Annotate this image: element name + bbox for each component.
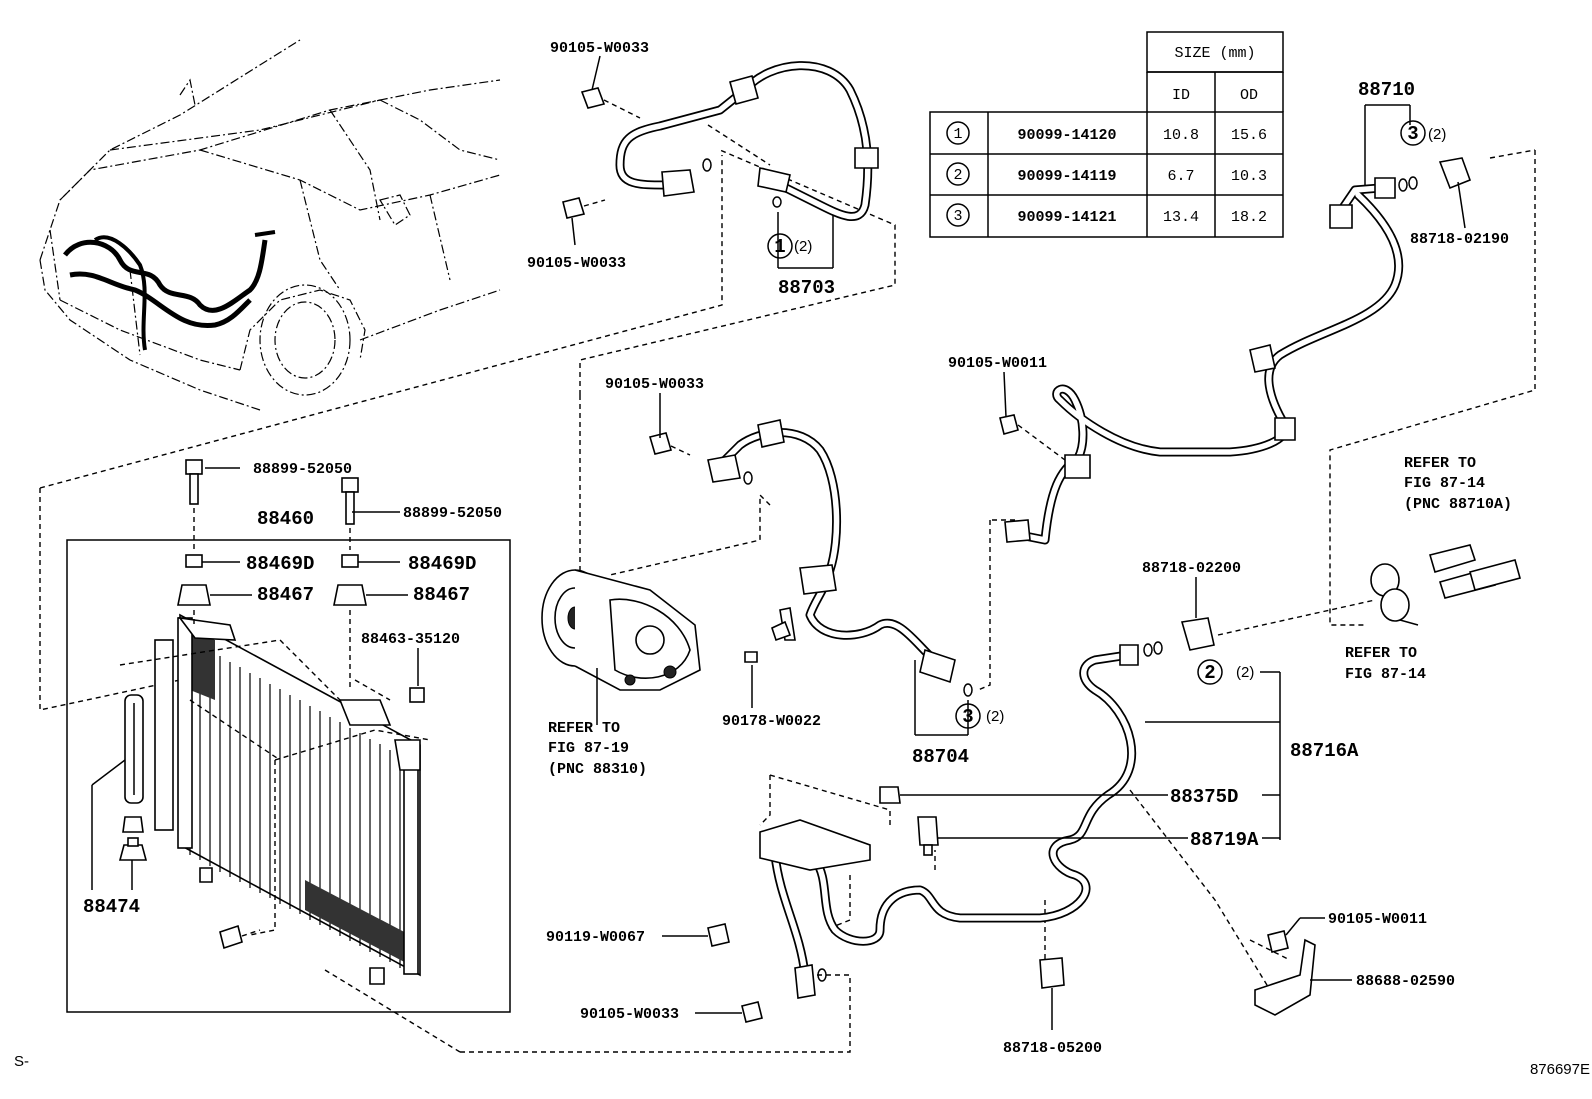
callout-88710: 88710 xyxy=(1358,79,1415,101)
callout-88469d-b: 88469D xyxy=(408,553,476,575)
callout-pnc-88310: (PNC 88310) xyxy=(548,761,647,778)
callout-90119-w0067: 90119-W0067 xyxy=(546,929,645,946)
condenser-small-parts xyxy=(118,459,425,950)
callout-pnc-88710a: (PNC 88710A) xyxy=(1404,496,1512,513)
row-od: 10.3 xyxy=(1231,168,1267,185)
pipe-88716a xyxy=(707,544,1521,1023)
callout-refer-to-c: REFER TO xyxy=(1345,645,1417,662)
callout-90178-w0022: 90178-W0022 xyxy=(722,713,821,730)
callout-90105-w0033-mid: 90105-W0033 xyxy=(605,376,704,393)
pipe-88710 xyxy=(999,157,1472,545)
hose-88704 xyxy=(648,419,973,697)
row-part: 90099-14119 xyxy=(1017,168,1116,185)
row-part: 90099-14121 xyxy=(1017,209,1116,226)
row-id: 10.8 xyxy=(1163,127,1199,144)
ref-circle-3b: 3 xyxy=(962,706,973,728)
callout-labels: 90105-W0033 90105-W0033 88703 (2) 88710 … xyxy=(83,40,1512,1057)
col-id: ID xyxy=(1172,87,1190,104)
callout-88899-52050-b: 88899-52050 xyxy=(403,505,502,522)
footer-code: 876697E xyxy=(1530,1061,1590,1078)
callout-refer-to-a: REFER TO xyxy=(548,720,620,737)
leader-lines xyxy=(91,55,1466,1030)
callout-88467-a: 88467 xyxy=(257,584,314,606)
row-part: 90099-14120 xyxy=(1017,127,1116,144)
callout-88469d-a: 88469D xyxy=(246,553,314,575)
table-row: 1 90099-14120 10.8 15.6 xyxy=(946,121,1267,145)
callout-90105-w0033-top: 90105-W0033 xyxy=(550,40,649,57)
callout-88718-02200: 88718-02200 xyxy=(1142,560,1241,577)
callout-88718-05200: 88718-05200 xyxy=(1003,1040,1102,1057)
callout-qty-1: (2) xyxy=(794,238,812,255)
callout-refer-to-b: REFER TO xyxy=(1404,455,1476,472)
callout-88688-02590: 88688-02590 xyxy=(1356,973,1455,990)
vehicle-sketch xyxy=(39,39,501,411)
ref-circle-1: 1 xyxy=(774,236,785,258)
row-od: 18.2 xyxy=(1231,209,1267,226)
ref-circle-2: 2 xyxy=(1204,662,1215,684)
size-table: SIZE (mm) ID OD 1 90099-14120 10.8 15.6 … xyxy=(929,31,1284,238)
callout-88375d: 88375D xyxy=(1170,786,1238,808)
callout-88463-35120: 88463-35120 xyxy=(361,631,460,648)
reference-lines xyxy=(39,149,1536,1053)
row-id: 6.7 xyxy=(1167,168,1194,185)
callout-90105-w0033-bottom: 90105-W0033 xyxy=(580,1006,679,1023)
callout-fig-87-14-c: FIG 87-14 xyxy=(1345,666,1426,683)
callout-88716a: 88716A xyxy=(1290,740,1359,762)
ref-circles: 1 3 3 2 xyxy=(767,120,1426,729)
compressor xyxy=(541,569,701,725)
size-header: SIZE (mm) xyxy=(1174,45,1255,62)
callout-88703: 88703 xyxy=(778,277,835,299)
hose-88703 xyxy=(562,61,879,222)
callout-fig-87-19: FIG 87-19 xyxy=(548,740,629,757)
col-od: OD xyxy=(1240,87,1258,104)
callout-qty-3a: (2) xyxy=(1428,126,1446,143)
row-number: 3 xyxy=(953,208,962,225)
row-id: 13.4 xyxy=(1163,209,1199,226)
callout-88467-b: 88467 xyxy=(413,584,470,606)
callout-90105-w0011-top: 90105-W0011 xyxy=(948,355,1047,372)
row-od: 15.6 xyxy=(1231,127,1267,144)
table-row: 3 90099-14121 13.4 18.2 xyxy=(946,203,1267,227)
callout-88460: 88460 xyxy=(257,508,314,530)
callout-88474: 88474 xyxy=(83,896,140,918)
callout-qty-2: (2) xyxy=(1236,664,1254,681)
row-number: 2 xyxy=(953,167,962,184)
callout-88719a: 88719A xyxy=(1190,829,1259,851)
ref-circle-3a: 3 xyxy=(1407,123,1418,145)
callout-88704: 88704 xyxy=(912,746,969,768)
callout-88899-52050-a: 88899-52050 xyxy=(253,461,352,478)
callout-88718-02190: 88718-02190 xyxy=(1410,231,1509,248)
callout-90105-w0011-bottom: 90105-W0011 xyxy=(1328,911,1427,928)
row-number: 1 xyxy=(953,126,962,143)
callout-fig-87-14-b: FIG 87-14 xyxy=(1404,475,1485,492)
table-row: 2 90099-14119 6.7 10.3 xyxy=(946,162,1267,186)
condenser-group xyxy=(66,539,511,1013)
callout-qty-3b: (2) xyxy=(986,708,1004,725)
footer-left: S- xyxy=(14,1053,29,1070)
callout-90105-w0033-left: 90105-W0033 xyxy=(527,255,626,272)
